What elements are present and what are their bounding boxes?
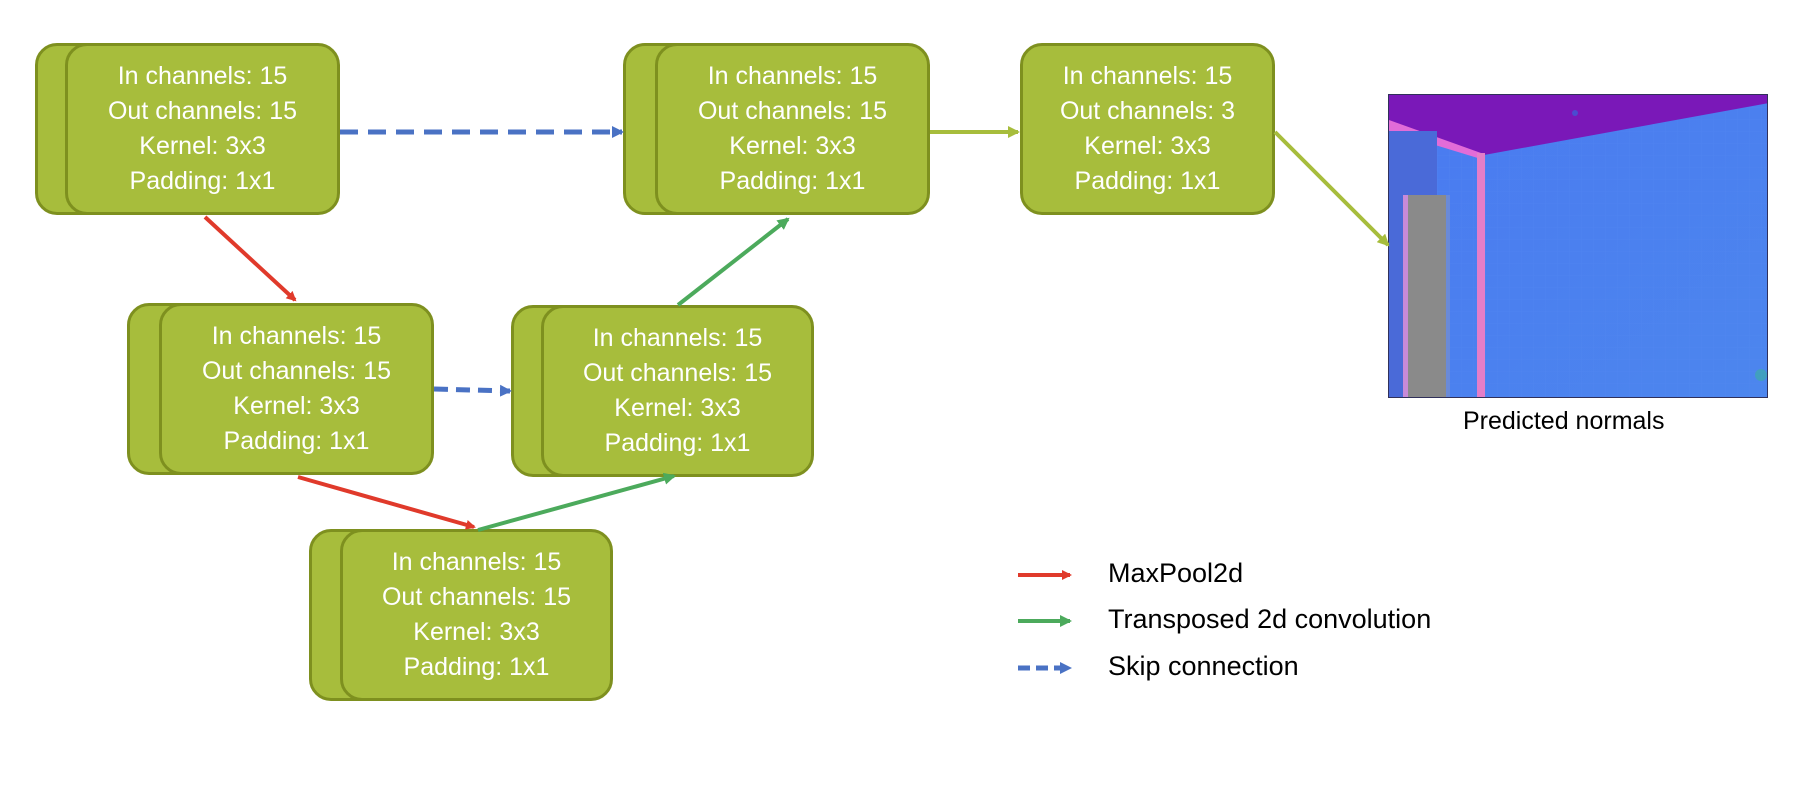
block-line-kernel: Kernel: 3x3: [413, 618, 540, 646]
block-line-out-channels: Out channels: 15: [582, 359, 772, 387]
block-line-kernel: Kernel: 3x3: [139, 132, 266, 160]
block-line-in-channels: In channels: 15: [592, 324, 763, 352]
encoder-block-2-card: In channels: 15 Out channels: 15 Kernel:…: [159, 303, 434, 475]
block-line-kernel: Kernel: 3x3: [1084, 132, 1211, 160]
block-line-padding: Padding: 1x1: [223, 427, 370, 455]
block-line-padding: Padding: 1x1: [604, 429, 751, 457]
predicted-normals-caption: Predicted normals: [1463, 407, 1665, 435]
block-line-out-channels: Out channels: 15: [697, 97, 887, 125]
block-line-in-channels: In channels: 15: [1062, 62, 1233, 90]
block-line-padding: Padding: 1x1: [129, 167, 276, 195]
block-line-padding: Padding: 1x1: [719, 167, 866, 195]
transposed-arrow-dec2-to-dec1: [676, 217, 790, 307]
block-line-in-channels: In channels: 15: [211, 322, 382, 350]
skip-connection-arrow-mid: [433, 384, 512, 397]
block-line-kernel: Kernel: 3x3: [233, 392, 360, 420]
decoder-block-2-card: In channels: 15 Out channels: 15 Kernel:…: [541, 305, 814, 477]
legend-label-skip: Skip connection: [1108, 651, 1299, 681]
block-line-out-channels: Out channels: 15: [201, 357, 391, 385]
maxpool-arrow-enc1-to-enc2: [203, 215, 297, 302]
bottleneck-block-card: In channels: 15 Out channels: 15 Kernel:…: [340, 529, 613, 701]
legend-label-transposed: Transposed 2d convolution: [1108, 604, 1432, 634]
block-line-out-channels: Out channels: 3: [1059, 97, 1236, 125]
block-line-in-channels: In channels: 15: [391, 548, 562, 576]
block-line-padding: Padding: 1x1: [1074, 167, 1221, 195]
encoder-block-1-card: In channels: 15 Out channels: 15 Kernel:…: [65, 43, 340, 215]
normals-render: [1389, 95, 1767, 397]
maxpool-arrow-enc2-to-bottleneck: [297, 475, 476, 530]
block-line-padding: Padding: 1x1: [403, 653, 550, 681]
arrow-output-to-normals: [1273, 130, 1390, 247]
predicted-normals-image: [1388, 94, 1768, 398]
decoder-block-1-card: In channels: 15 Out channels: 15 Kernel:…: [655, 43, 930, 215]
block-line-in-channels: In channels: 15: [117, 62, 288, 90]
block-line-out-channels: Out channels: 15: [381, 583, 571, 611]
block-line-kernel: Kernel: 3x3: [614, 394, 741, 422]
block-line-out-channels: Out channels: 15: [107, 97, 297, 125]
transposed-arrow-bottleneck-to-dec2: [477, 472, 676, 532]
output-block-card: In channels: 15 Out channels: 3 Kernel: …: [1020, 43, 1275, 215]
legend-label-maxpool: MaxPool2d: [1108, 558, 1244, 588]
block-line-in-channels: In channels: 15: [707, 62, 878, 90]
block-line-kernel: Kernel: 3x3: [729, 132, 856, 160]
